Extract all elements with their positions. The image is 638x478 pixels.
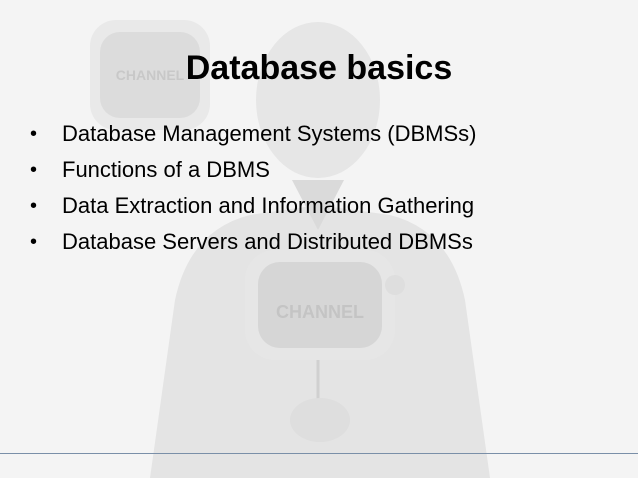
bullet-item: • Database Management Systems (DBMSs)	[30, 116, 477, 152]
bullet-dot: •	[30, 195, 38, 217]
bullet-item: • Database Servers and Distributed DBMSs	[30, 224, 477, 260]
bullet-text: Database Management Systems (DBMSs)	[62, 121, 477, 146]
bullet-dot: •	[30, 159, 38, 181]
bullet-item: • Functions of a DBMS	[30, 152, 477, 188]
tv-logo-top-text: CHANNEL	[116, 67, 185, 83]
tv-logo-top: CHANNEL	[90, 20, 210, 130]
bullet-text: Database Servers and Distributed DBMSs	[62, 229, 473, 254]
bullet-text: Data Extraction and Information Gatherin…	[62, 193, 475, 218]
bullet-list: • Database Management Systems (DBMSs) • …	[30, 116, 477, 260]
bullet-item: • Data Extraction and Information Gather…	[30, 188, 477, 224]
bullet-dot: •	[30, 231, 38, 253]
tv-logo-bottom: CHANNEL	[245, 250, 405, 442]
tv-logo-bottom-text: CHANNEL	[276, 302, 364, 322]
bullet-dot: •	[30, 123, 38, 145]
slide-title: Database basics	[185, 49, 453, 87]
bullet-text: Functions of a DBMS	[62, 157, 270, 182]
footer-rule	[0, 453, 638, 454]
